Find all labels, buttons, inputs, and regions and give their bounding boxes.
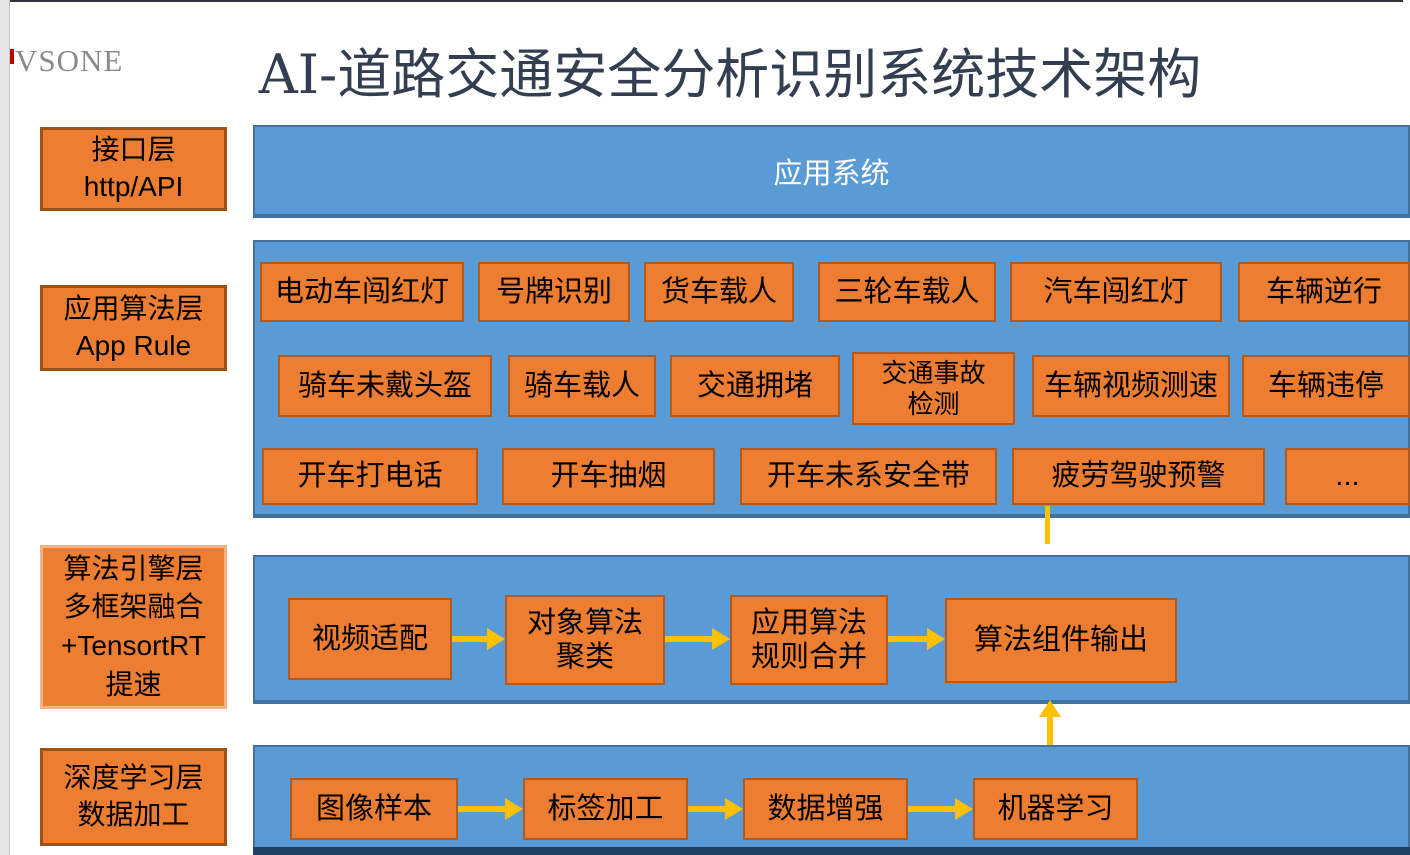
flow-arrow-line <box>452 636 490 642</box>
engine-flow-box: 算法组件输出 <box>945 598 1177 683</box>
layer-label-app-rule: 应用算法层 App Rule <box>40 285 227 371</box>
logo-red-mark <box>10 49 14 64</box>
page-title: AI-道路交通安全分析识别系统技术架构 <box>258 43 1202 106</box>
algorithm-box: 车辆逆行 <box>1238 262 1410 322</box>
flow-arrow-head <box>955 798 973 820</box>
algorithm-box: 电动车闯红灯 <box>260 262 464 322</box>
algorithm-box: 号牌识别 <box>478 262 630 322</box>
flow-arrow-line <box>458 806 506 812</box>
flow-arrow-line <box>665 636 713 642</box>
algorithm-box: 开车未系安全带 <box>740 448 997 505</box>
flow-arrow-head <box>712 628 730 650</box>
layer-label-engine: 算法引擎层 多框架融合 +TensortRT 提速 <box>40 545 227 709</box>
algorithm-box: 疲劳驾驶预警 <box>1012 448 1265 505</box>
algorithm-box: 货车载人 <box>644 262 794 322</box>
bottom-dark-strip <box>253 847 1410 855</box>
algorithm-box: 车辆违停 <box>1242 355 1410 417</box>
engine-flow-box: 应用算法 规则合并 <box>730 595 888 685</box>
algorithm-box: 交通事故 检测 <box>852 352 1015 425</box>
data-flow-box: 图像样本 <box>290 778 458 840</box>
flow-arrow-head <box>505 798 523 820</box>
data-flow-box: 标签加工 <box>523 778 688 840</box>
flow-arrow-head <box>927 628 945 650</box>
flow-arrow-head <box>725 798 743 820</box>
window-edge-strip <box>0 0 10 855</box>
flow-arrow-line <box>888 636 928 642</box>
app-system-panel: 应用系统 <box>253 125 1410 218</box>
algorithm-box: 开车抽烟 <box>502 448 715 505</box>
flow-arrow-line <box>908 806 956 812</box>
connector-line <box>1045 506 1050 544</box>
flow-arrow-line <box>688 806 726 812</box>
engine-flow-box: 对象算法 聚类 <box>505 595 665 685</box>
engine-flow-box: 视频适配 <box>288 598 452 680</box>
algorithm-box: 车辆视频测速 <box>1032 355 1230 417</box>
algorithm-box: 骑车载人 <box>508 355 656 417</box>
layer-label-interface: 接口层 http/API <box>40 127 227 211</box>
up-arrow-head <box>1039 700 1061 717</box>
layer-label-deep-learning: 深度学习层 数据加工 <box>40 748 227 846</box>
algorithm-box: 开车打电话 <box>262 448 478 505</box>
flow-arrow-head <box>487 628 505 650</box>
algorithm-box: 汽车闯红灯 <box>1010 262 1222 322</box>
data-flow-box: 数据增强 <box>743 778 908 840</box>
data-flow-box: 机器学习 <box>973 778 1138 840</box>
app-system-label: 应用系统 <box>773 157 890 190</box>
algorithm-box: 骑车未戴头盔 <box>278 355 492 417</box>
algorithm-box: 交通拥堵 <box>670 355 840 417</box>
vsone-logo: VSONE <box>15 43 124 78</box>
algorithm-box-more: ... <box>1285 448 1410 505</box>
algorithm-box: 三轮车载人 <box>818 262 996 322</box>
top-border-line <box>10 0 1403 2</box>
